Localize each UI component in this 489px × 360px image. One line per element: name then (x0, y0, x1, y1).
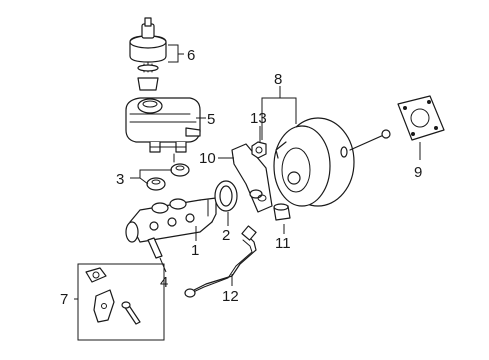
booster-nut (251, 141, 267, 159)
vacuum-hose (184, 225, 257, 298)
callout-11: 11 (275, 235, 291, 252)
brake-booster (273, 117, 391, 207)
seal-ring (214, 180, 238, 212)
callout-6: 6 (187, 47, 195, 64)
check-valve (273, 203, 291, 221)
callout-13: 13 (250, 110, 267, 127)
brake-fluid-reservoir (125, 97, 201, 153)
callout-8: 8 (274, 71, 282, 88)
callout-5: 5 (207, 111, 215, 128)
reservoir-cap-assembly (129, 17, 167, 91)
callout-3: 3 (116, 171, 124, 188)
callout-2: 2 (222, 227, 230, 244)
callout-1: 1 (191, 242, 199, 259)
callout-7: 7 (60, 291, 68, 308)
sensor-hardware-box (77, 263, 165, 341)
reservoir-grommets (146, 153, 190, 191)
callout-12: 12 (222, 288, 239, 305)
callout-4: 4 (160, 274, 168, 291)
pushrod-pin (147, 237, 163, 259)
master-cylinder (125, 197, 217, 243)
booster-gasket (397, 95, 445, 141)
callout-9: 9 (414, 164, 422, 181)
callout-10: 10 (199, 150, 216, 167)
heat-shield-bracket (231, 143, 273, 213)
leader-lines (74, 44, 421, 300)
callout-labels: 6 5 3 1 2 4 10 13 8 9 11 12 7 (60, 47, 422, 308)
